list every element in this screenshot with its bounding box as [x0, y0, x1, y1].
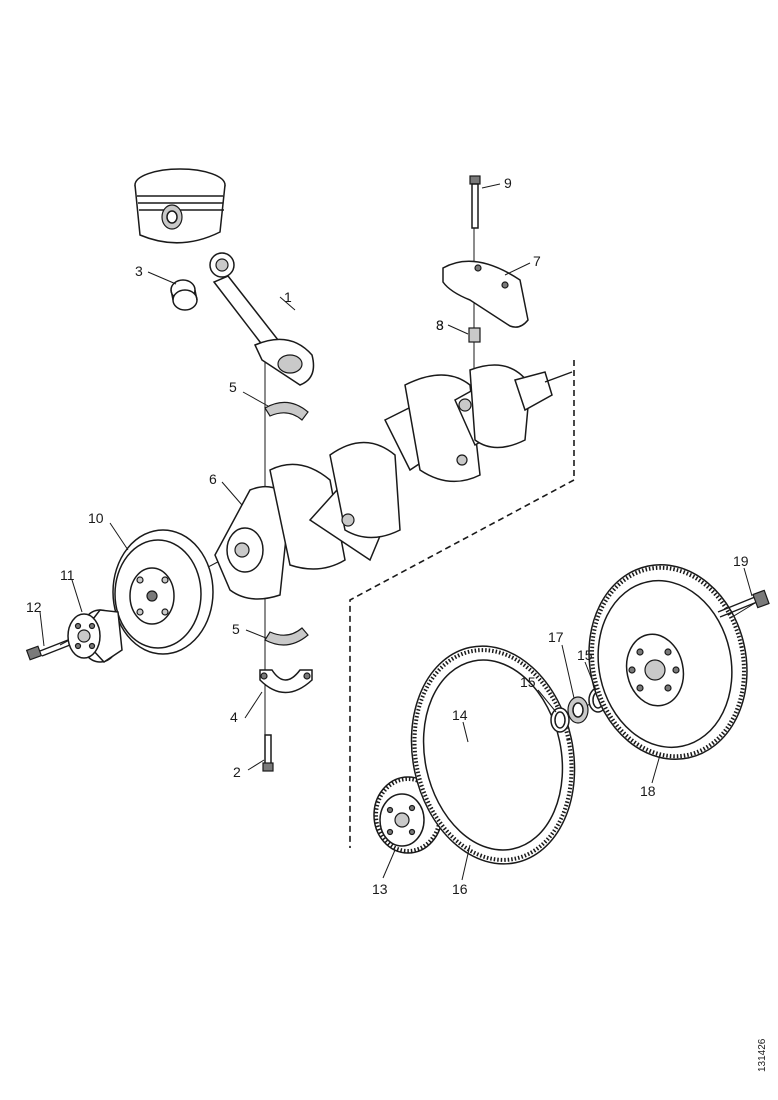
callout-1: 1 [284, 289, 292, 305]
callout-18: 18 [640, 783, 656, 799]
callout-3-main: 3 [436, 317, 444, 333]
pulley-hub [67, 609, 123, 663]
callout-10: 10 [88, 510, 104, 526]
callout-9: 9 [504, 175, 512, 191]
leader-lines [39, 183, 753, 881]
callout-13: 13 [372, 881, 388, 897]
callout-5-upper: 5 [229, 379, 237, 395]
crankshaft-pulley [112, 529, 214, 655]
callout-14: 14 [452, 707, 468, 723]
callout-6: 6 [209, 471, 217, 487]
figure-reference: 131426 [757, 1038, 768, 1072]
callout-5-lower: 5 [232, 621, 240, 637]
main-bearing-dowel [468, 327, 481, 343]
pilot-bearing [567, 696, 589, 724]
small-end-bush [170, 279, 198, 311]
connecting-rod [209, 252, 315, 386]
crankshaft [214, 364, 573, 600]
callout-3-small-end: 3 [135, 263, 143, 279]
main-bearing-bolt [469, 175, 481, 229]
callout-15-left: 15 [520, 674, 536, 690]
bearing-shell-lower [264, 627, 309, 646]
main-bearing-cap [442, 260, 529, 328]
callout-15-right: 15 [577, 647, 593, 663]
callout-4: 4 [230, 709, 238, 725]
callout-8: 8 [436, 317, 444, 333]
callout-2: 2 [233, 764, 241, 780]
callout-12: 12 [26, 599, 42, 615]
flywheel-ring-gear [410, 645, 576, 865]
flywheel-bolt [717, 589, 770, 618]
assembly-boundary-dashed [349, 360, 575, 848]
callout-17: 17 [548, 629, 564, 645]
callout-19: 19 [733, 553, 749, 569]
callout-16: 16 [452, 881, 468, 897]
pulley-bolt [25, 639, 71, 661]
spacer-ring [550, 707, 570, 733]
piston [134, 168, 226, 244]
flywheel [588, 564, 748, 760]
bearing-shell-upper [264, 401, 309, 421]
callout-7: 7 [533, 253, 541, 269]
rod-bolt [262, 734, 274, 772]
rod-cap [259, 669, 313, 694]
callout-11: 11 [60, 567, 75, 583]
